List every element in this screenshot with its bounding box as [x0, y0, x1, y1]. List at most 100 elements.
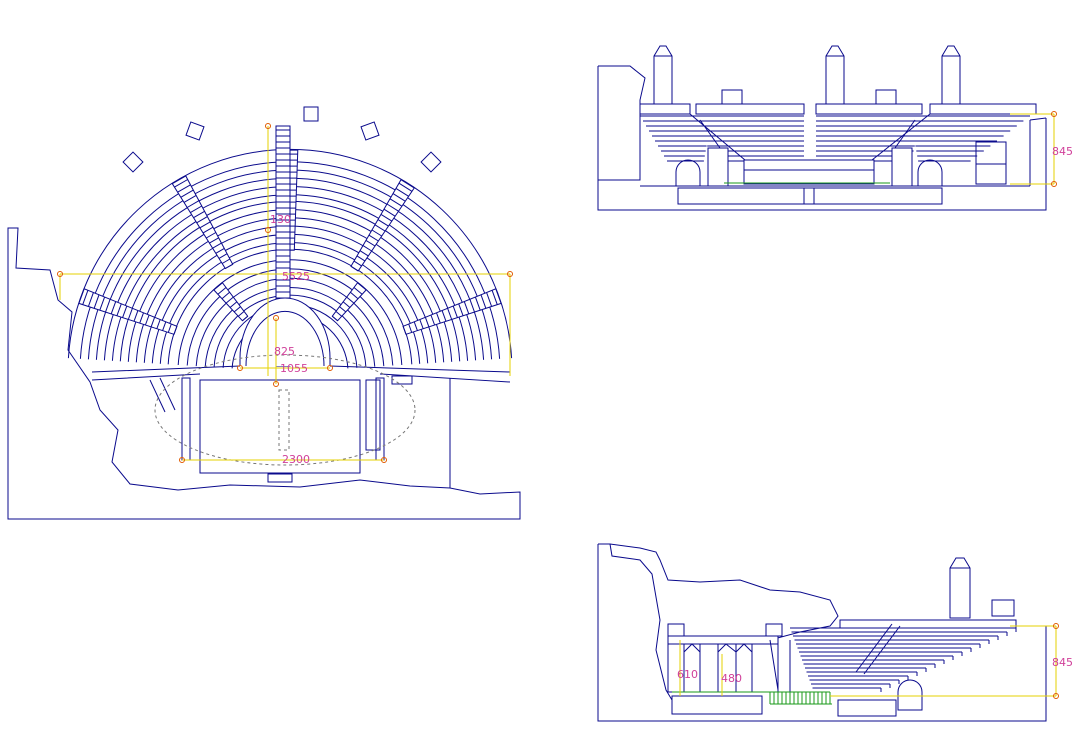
- stair-step: [353, 287, 363, 295]
- stair-step: [173, 326, 178, 335]
- stair-step: [229, 301, 238, 308]
- front-base: [677, 187, 943, 205]
- stair-step: [206, 232, 217, 239]
- front-arch-left: [675, 159, 701, 186]
- stair-step: [395, 187, 409, 197]
- stair-step: [408, 323, 413, 333]
- stair-step: [353, 260, 362, 267]
- stair-step: [139, 312, 144, 324]
- stair-step: [156, 319, 161, 329]
- ornament-3: [303, 106, 319, 122]
- stair-step: [221, 291, 230, 300]
- stair-step: [242, 315, 249, 322]
- front-stage-face: [743, 169, 875, 185]
- stair-step: [212, 242, 222, 249]
- stair-step: [486, 292, 493, 307]
- front-towers: [653, 45, 961, 105]
- front-tower-right: [941, 45, 961, 105]
- stair-step: [215, 247, 225, 254]
- plan-parodos-left-2: [159, 377, 176, 411]
- front-stage-top: [743, 159, 875, 171]
- stair-step: [356, 255, 366, 262]
- stair-step: [167, 323, 172, 333]
- section-base-right: [837, 699, 897, 717]
- section-terrain-left: [609, 543, 673, 701]
- stair-step: [474, 296, 481, 311]
- stair-step: [383, 208, 396, 217]
- front-diagonals: [689, 113, 931, 161]
- stair-step: [218, 253, 228, 259]
- stage-cap-right: [765, 623, 783, 637]
- stair-step: [93, 294, 100, 309]
- stair-step: [339, 306, 347, 313]
- stair-step: [193, 210, 205, 219]
- stair-step: [110, 301, 117, 315]
- section-terrain: [598, 543, 839, 641]
- stair-step: [346, 296, 355, 304]
- stair-step: [359, 250, 369, 257]
- stair-step: [331, 315, 338, 322]
- front-frame: [597, 65, 1047, 211]
- stair-step: [371, 229, 382, 237]
- stair-step: [389, 198, 403, 207]
- section-tower: [949, 557, 971, 619]
- stair-step: [377, 219, 389, 227]
- ornament-4: [360, 121, 380, 141]
- front-elevation: 845: [597, 45, 1073, 211]
- dim-depth-label: 825: [274, 345, 295, 358]
- stair-step: [342, 301, 351, 308]
- stair-step: [174, 179, 188, 188]
- stair-step: [199, 221, 211, 229]
- stair-step: [162, 321, 167, 331]
- stair-step: [398, 182, 413, 192]
- stair-step: [116, 303, 122, 316]
- front-dim-label: 845: [1052, 145, 1073, 158]
- dim-scene-label: 2300: [282, 453, 310, 466]
- scene-step: [267, 473, 293, 483]
- stair-step: [217, 287, 227, 295]
- section-view: 845 610 480: [597, 543, 1073, 722]
- stair-step: [209, 237, 219, 244]
- scene-building: [199, 379, 361, 474]
- stair-step: [362, 245, 372, 252]
- stair-step: [237, 311, 245, 317]
- stage-building: [667, 635, 779, 693]
- stair-step: [430, 314, 436, 326]
- section-dim-inner-label: 480: [721, 672, 742, 685]
- stair-step: [105, 299, 111, 313]
- stair-step: [225, 263, 233, 269]
- plan-base-band: [91, 365, 511, 383]
- stair-step: [186, 200, 200, 208]
- orchestra-dashed-circle: [154, 354, 416, 466]
- stair-step: [413, 321, 418, 331]
- stair-step: [463, 301, 470, 315]
- stair-step: [392, 193, 406, 202]
- stair-step: [441, 310, 447, 322]
- stair-step: [458, 303, 464, 316]
- stair-step: [183, 194, 197, 203]
- stair-step: [233, 306, 241, 313]
- stair-step: [365, 239, 376, 247]
- stair-step: [202, 226, 214, 234]
- front-pier-left: [707, 147, 729, 187]
- stair-step: [213, 282, 223, 291]
- section-seating-steps: [789, 619, 1017, 692]
- stair-step: [225, 296, 234, 304]
- stair-step: [150, 317, 156, 328]
- stair-step: [350, 291, 359, 300]
- ornament-1: [185, 121, 205, 141]
- stair-step: [177, 184, 191, 193]
- dim-orchestra-label: 1055: [280, 362, 308, 375]
- radial-stair: [78, 288, 178, 335]
- stage-cap-left: [667, 623, 685, 637]
- stair-step: [436, 312, 441, 324]
- stair-step: [374, 224, 386, 232]
- stair-step: [180, 189, 194, 198]
- section-dim-label: 845: [1052, 656, 1073, 669]
- front-tower-left: [653, 45, 673, 105]
- plan-view: 5525 1055 825 2300 130: [7, 106, 521, 520]
- plan-parodos-left: [149, 379, 166, 413]
- dim-upper-label: 130: [270, 213, 291, 226]
- plan-site-outline: [7, 227, 521, 520]
